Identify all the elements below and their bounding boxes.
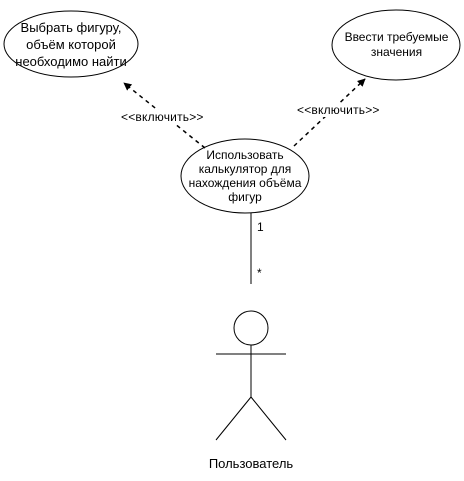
use-case-select-line-3: необходимо найти	[15, 53, 127, 69]
use-case-main-ellipse[interactable]	[180, 138, 310, 214]
use-case-main-line-1: Использовать	[206, 148, 284, 162]
stick-figure-icon[interactable]	[215, 310, 287, 441]
include-right-label: <<включить>>	[297, 103, 380, 117]
use-case-enter-line-1: Ввести требуемые	[344, 30, 449, 44]
use-case-main-line-3: нахождения объёма	[188, 176, 302, 190]
use-case-enter-values-ellipse[interactable]	[331, 9, 461, 81]
actor-name: Пользователь	[208, 456, 294, 471]
use-case-select-line-1: Выбрать фигуру,	[20, 19, 122, 35]
use-case-enter-values-label: Ввести требуемые значения	[333, 10, 460, 80]
multiplicity-use-case: 1	[257, 220, 264, 234]
use-case-select-shape-ellipse[interactable]	[3, 10, 139, 78]
use-case-main-line-2: калькулятор для	[198, 162, 292, 176]
use-case-enter-line-2: значения	[370, 45, 423, 59]
use-case-select-line-2: объём которой	[26, 36, 116, 52]
actor-head	[233, 310, 269, 346]
use-case-select-shape-label: Выбрать фигуру, объём которой необходимо…	[4, 11, 138, 77]
use-case-main-label: Использовать калькулятор для нахождения …	[181, 139, 309, 213]
multiplicity-actor: *	[257, 266, 262, 280]
use-case-main-line-4: фигур	[228, 190, 262, 204]
actor-right-leg	[250, 396, 287, 441]
actor-left-leg	[215, 396, 252, 441]
include-left-label: <<включить>>	[121, 110, 204, 124]
